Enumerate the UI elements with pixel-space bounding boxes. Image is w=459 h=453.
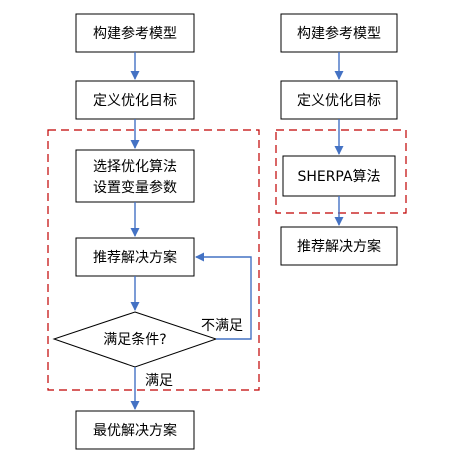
right-define-objective-box [280,80,398,120]
left-best-solution-box [75,410,195,450]
satisfied-label: 满足 [145,373,173,389]
left-optimization-frame [47,129,260,391]
left-decision-label: 满足条件? [103,331,166,348]
not-satisfied-label: 不满足 [201,318,243,334]
right-build-model-label: 构建参考模型 [297,25,381,42]
left-build-model-box [75,13,195,53]
right-define-objective-label: 定义优化目标 [297,93,381,109]
arrow-not-satisfied-loop [195,252,252,340]
left-select-algorithm-label-2: 设置变量参数 [93,179,177,196]
right-algorithm-label: SHERPA算法 [297,169,380,185]
left-define-objective-label: 定义优化目标 [93,93,177,109]
right-recommend-label: 推荐解决方案 [297,238,381,255]
right-algorithm-box [282,155,396,197]
left-recommend-label: 推荐解决方案 [93,249,177,266]
right-recommend-box [280,226,398,266]
left-best-solution-label: 最优解决方案 [93,422,177,439]
left-build-model-label: 构建参考模型 [93,25,177,42]
left-select-algorithm-label-1: 选择优化算法 [93,159,177,175]
left-define-objective-box [75,80,195,120]
right-optimization-frame [275,129,407,214]
